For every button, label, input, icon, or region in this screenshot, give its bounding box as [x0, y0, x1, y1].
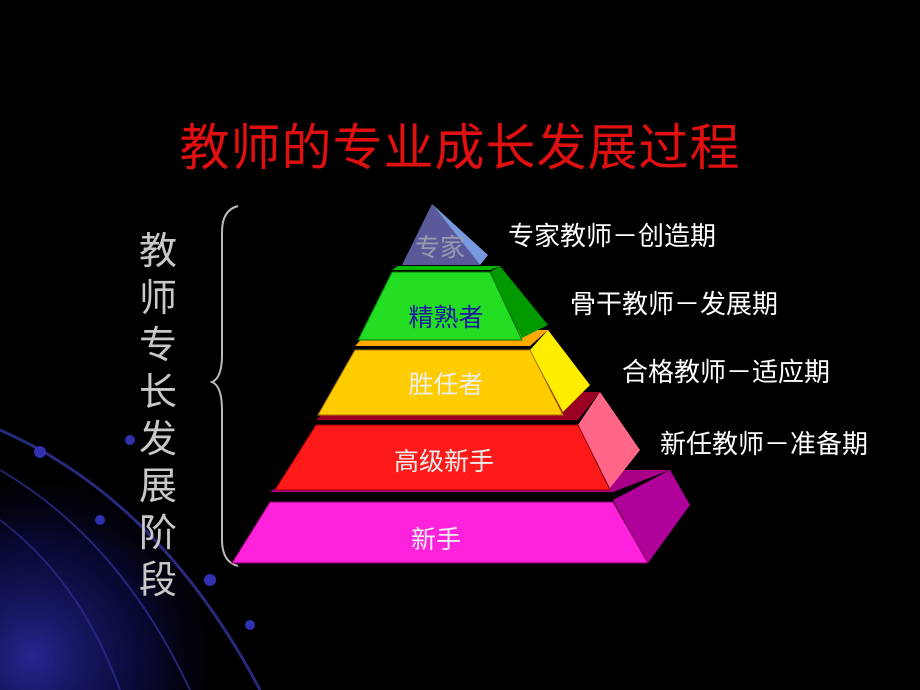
level-5-front — [231, 501, 649, 564]
level-5-side — [613, 470, 690, 563]
level-description: 专家教师－创造期 — [508, 222, 717, 252]
level-2-front — [357, 271, 523, 341]
side-label-char: 专 — [138, 323, 177, 367]
level-1-side — [432, 204, 488, 265]
level-3-front — [317, 349, 564, 416]
level-name: 精熟者 — [408, 303, 483, 332]
level-name: 高级新手 — [394, 447, 494, 476]
side-label-char: 教 — [138, 229, 177, 273]
side-label-char: 展 — [138, 464, 177, 508]
level-4-front — [274, 424, 611, 491]
level-4-side — [578, 392, 640, 488]
side-label-char: 阶 — [138, 511, 177, 555]
level-3-side — [530, 330, 590, 412]
level-description: 合格教师－适应期 — [622, 358, 831, 388]
level-description: 骨干教师－发展期 — [570, 290, 779, 320]
level-2-side — [490, 266, 548, 338]
level-name: 胜任者 — [408, 370, 483, 399]
page-title: 教师的专业成长发展过程 — [179, 119, 741, 177]
level-1-face — [402, 204, 480, 265]
level-name: 专家 — [415, 233, 465, 262]
curly-brace — [209, 205, 239, 567]
side-label-char: 长 — [138, 370, 177, 414]
level-name: 新手 — [411, 525, 461, 554]
side-label-char: 段 — [138, 558, 177, 602]
level-description: 新任教师－准备期 — [660, 430, 869, 460]
side-label-char: 发 — [138, 417, 177, 461]
level-2-back — [392, 266, 500, 270]
side-label: 教 师 专 长 发 展 阶 段 — [128, 228, 188, 604]
side-label-char: 师 — [138, 276, 177, 320]
